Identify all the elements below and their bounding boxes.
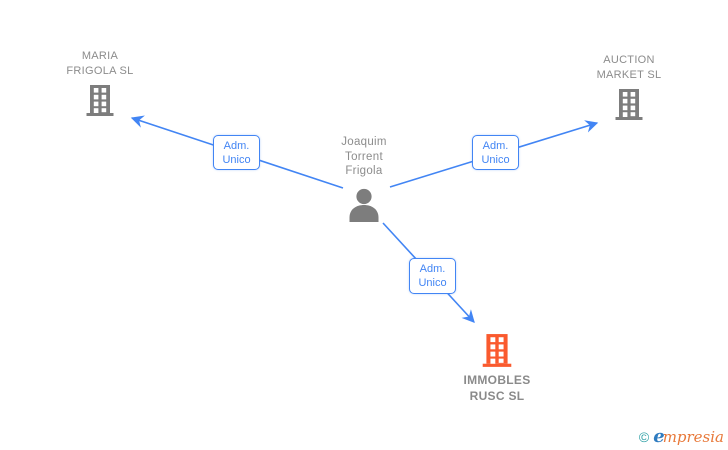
edge-label-text: Adm. Unico [222,139,251,166]
edge-label-text: Adm. Unico [418,263,447,289]
building-icon [615,89,643,120]
node-person-joaquim-torrent-frigola[interactable]: Joaquim Torrent Frigola [334,135,394,222]
brand-logo: empresia [653,426,724,447]
edge-label-text: Adm. Unico [481,139,510,166]
building-icon-highlighted [482,334,512,367]
person-icon [349,188,379,222]
edge-label-adm-unico-auction[interactable]: Adm. Unico [472,135,519,170]
node-company-auction-market[interactable]: AUCTION MARKET SL [593,53,665,122]
edge-label-adm-unico-immobles[interactable]: Adm. Unico [409,258,456,294]
brand-initial: e [653,426,665,447]
company-name-label: AUCTION MARKET SL [596,54,662,81]
company-name-label: IMMOBLES RUSC SL [463,373,531,403]
edge-label-adm-unico-maria[interactable]: Adm. Unico [213,135,260,170]
company-name-label: MARIA FRIGOLA SL [66,50,134,77]
node-company-maria-frigola[interactable]: MARIA FRIGOLA SL [64,49,136,118]
brand-rest: mpresia [662,428,724,446]
building-icon [86,85,114,116]
empresia-watermark[interactable]: © empresia [639,426,724,447]
copyright-symbol: © [638,429,650,445]
person-name-label: Joaquim Torrent Frigola [341,136,387,177]
node-company-immobles-rusc[interactable]: IMMOBLES RUSC SL [455,333,539,404]
